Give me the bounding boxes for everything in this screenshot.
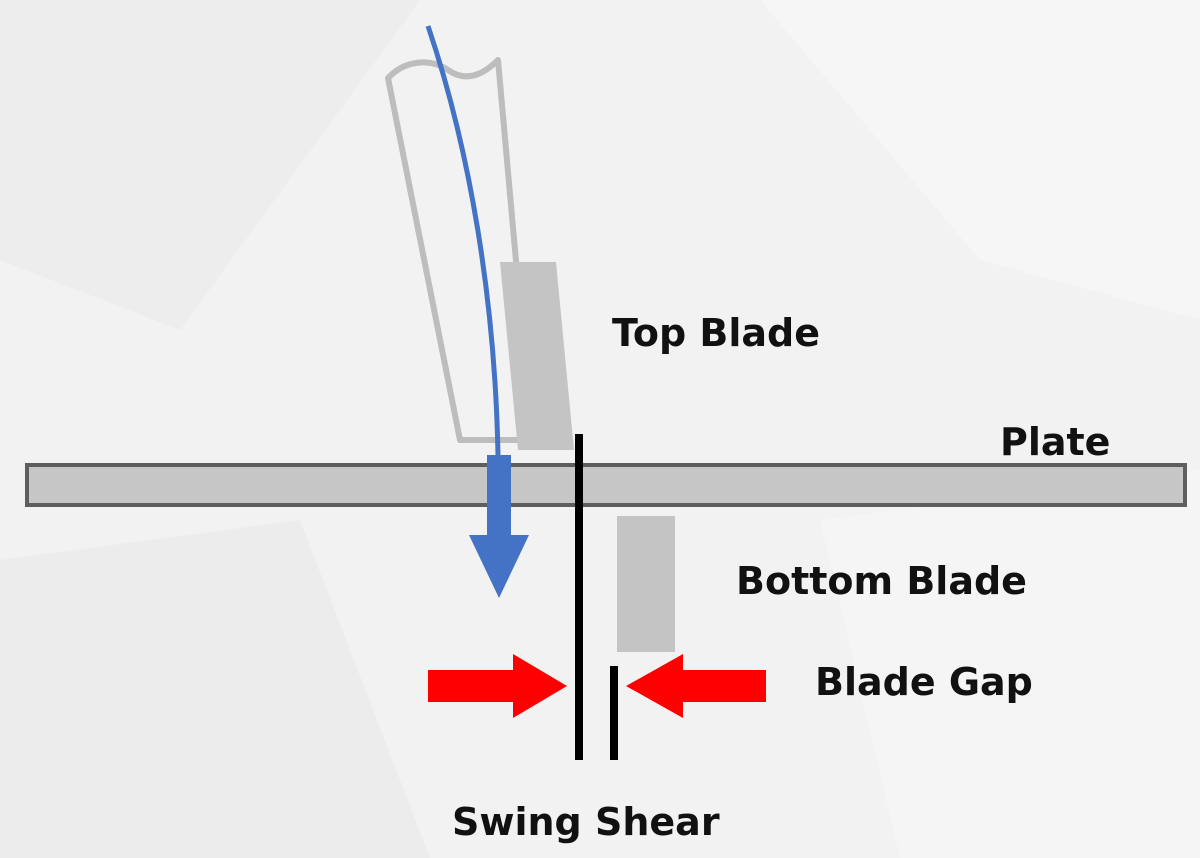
- background-facet: [0, 520, 430, 858]
- background-facet: [0, 0, 420, 330]
- bottom-blade: [617, 516, 675, 652]
- motion-arrow-down-icon: [469, 535, 529, 598]
- plate-label: Plate: [1000, 420, 1111, 464]
- swing-path-arrow-shaft: [425, 25, 501, 456]
- gap-arrow-left-icon: [428, 654, 567, 718]
- blade-gap-label: Blade Gap: [815, 660, 1033, 704]
- plate: [25, 463, 1187, 507]
- background-facet: [820, 470, 1200, 858]
- swing-shear-label: Swing Shear: [452, 800, 720, 844]
- bottom-blade-label: Bottom Blade: [736, 559, 1027, 603]
- top-blade-label: Top Blade: [612, 311, 821, 355]
- background-facet: [760, 0, 1200, 320]
- motion-arrow-stem: [487, 455, 511, 537]
- blade-holder-outline: [385, 57, 535, 443]
- gap-arrow-right-icon: [626, 654, 766, 718]
- top-blade: [500, 262, 574, 450]
